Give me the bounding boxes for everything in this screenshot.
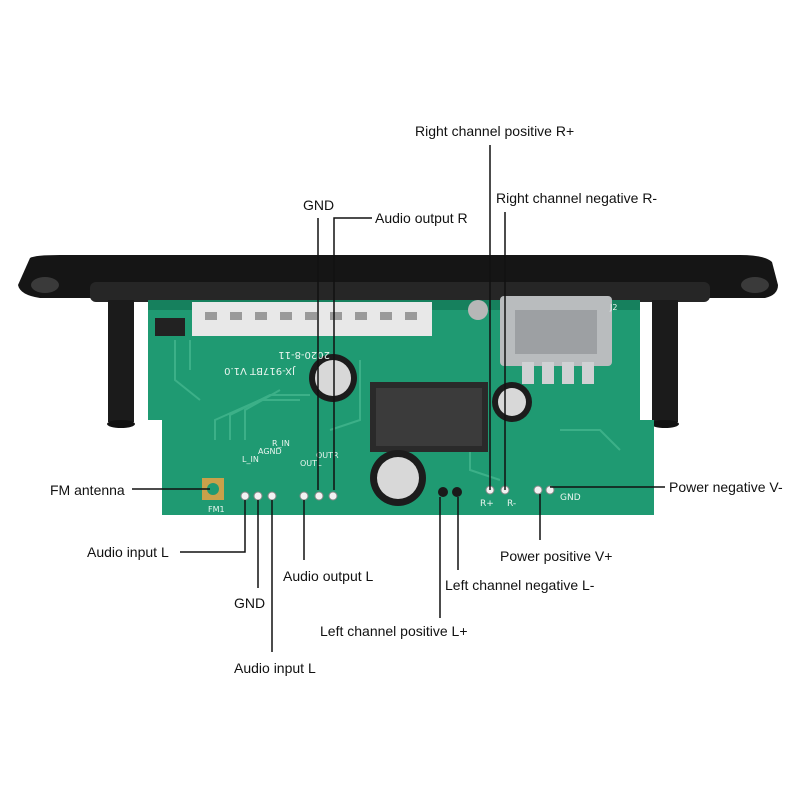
label-gnd-bottom: GND bbox=[234, 595, 266, 611]
ir-receiver bbox=[155, 318, 185, 336]
leader-audio-in-l-1 bbox=[180, 500, 246, 553]
silk-agnd: AGND bbox=[258, 447, 282, 456]
silk-outl: OUTL bbox=[300, 459, 322, 468]
silk-l-in: L_IN bbox=[242, 455, 259, 464]
label-right-channel-positive: Right channel positive R+ bbox=[415, 123, 575, 139]
silk-fm: FM1 bbox=[208, 505, 225, 514]
label-power-positive: Power positive V+ bbox=[500, 548, 613, 564]
pcb-traces bbox=[174, 340, 621, 481]
silk-gnd: GND bbox=[560, 493, 581, 503]
mount-post-left bbox=[108, 300, 134, 422]
silk-r-minus: R- bbox=[507, 499, 516, 509]
label-audio-input-l-1: Audio input L bbox=[87, 544, 169, 560]
leader-audio-out-r bbox=[333, 217, 372, 490]
silk-r-plus: R+ bbox=[480, 499, 494, 509]
label-power-negative: Power negative V- bbox=[669, 479, 783, 495]
speaker-pins bbox=[438, 487, 462, 497]
label-right-channel-negative: Right channel negative R- bbox=[496, 190, 658, 206]
silk-date: 2020-8-11 bbox=[278, 349, 330, 360]
mount-post-right bbox=[652, 300, 678, 422]
leader-lines bbox=[132, 145, 665, 652]
label-fm-antenna: FM antenna bbox=[50, 482, 125, 498]
label-audio-input-l-2: Audio input L bbox=[234, 660, 316, 676]
screw-hole-left bbox=[31, 277, 59, 293]
label-left-channel-positive: Left channel positive L+ bbox=[320, 623, 468, 639]
silk-j2: J2 bbox=[609, 303, 617, 312]
label-left-channel-negative: Left channel negative L- bbox=[445, 577, 595, 593]
silk-model: JX-917BT V1.0 bbox=[224, 365, 296, 376]
crystal bbox=[468, 300, 488, 320]
silk-outr: OUTR bbox=[316, 451, 339, 460]
silk-r-in: R_IN bbox=[272, 439, 290, 448]
label-audio-output-l: Audio output L bbox=[283, 568, 374, 584]
label-audio-output-r: Audio output R bbox=[375, 210, 468, 226]
label-gnd-top: GND bbox=[303, 197, 335, 213]
screw-hole-right bbox=[741, 277, 769, 293]
front-panel-lip bbox=[90, 282, 710, 302]
